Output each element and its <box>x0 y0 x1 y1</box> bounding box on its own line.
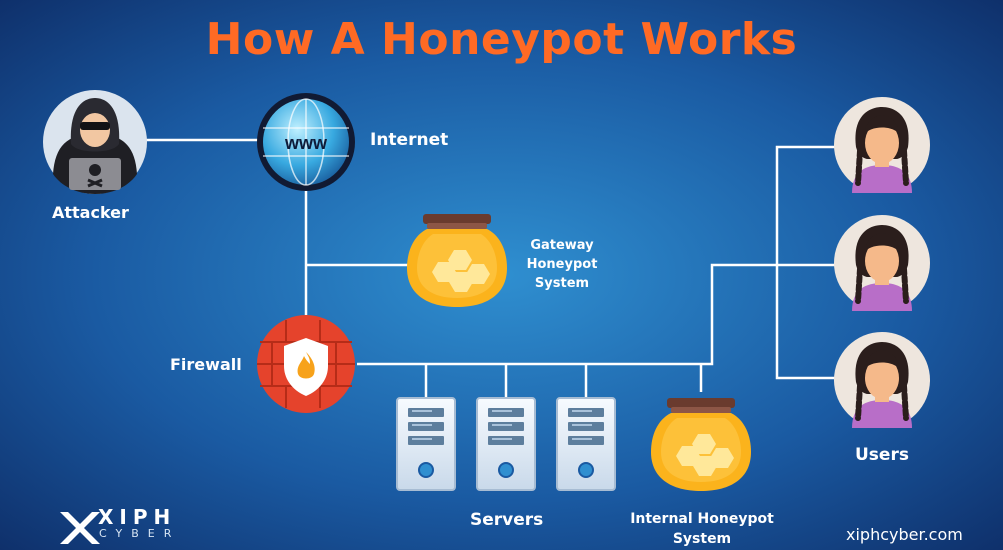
server-icon-2 <box>476 397 536 491</box>
internal-honeypot-label: Internal Honeypot System <box>630 511 774 547</box>
internet-label: Internet <box>370 130 449 150</box>
brand-logo-text: XIPH <box>98 505 177 529</box>
user-avatar-icon-2 <box>834 215 930 311</box>
xiph-logo-icon <box>60 512 100 544</box>
firewall-label: Firewall <box>170 355 242 374</box>
user-avatar-icon-1 <box>834 97 930 193</box>
globe-icon: www <box>257 93 355 191</box>
firewall-shield-icon <box>257 315 355 413</box>
globe-label: www <box>284 133 328 153</box>
servers-label: Servers <box>470 510 544 530</box>
brand-logo-subtext: CYBER <box>99 527 181 540</box>
gateway-honeypot-label: Gateway Honeypot System <box>526 238 598 291</box>
website-text: xiphcyber.com <box>846 525 963 544</box>
connector-lines <box>146 138 835 398</box>
server-icon-1 <box>396 397 456 491</box>
attacker-label: Attacker <box>52 203 129 222</box>
page-title: How A Honeypot Works <box>205 14 798 65</box>
server-icon-3 <box>556 397 616 491</box>
attacker-icon <box>43 90 147 194</box>
user-avatar-icon-3 <box>834 332 930 428</box>
users-label: Users <box>855 445 909 465</box>
